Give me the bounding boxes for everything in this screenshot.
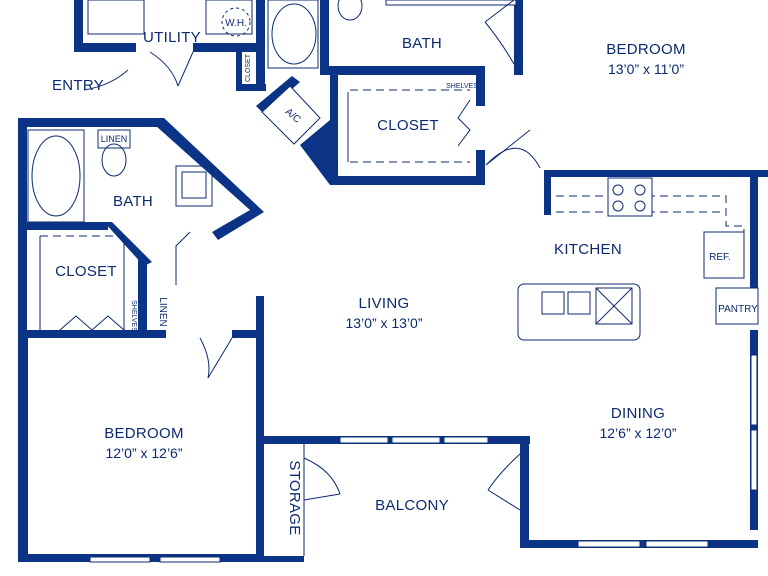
utility-label: UTILITY (143, 29, 201, 46)
closet-left-label: CLOSET (55, 263, 117, 280)
bedroom-bottom-label: BEDROOM (104, 425, 184, 442)
entry-label: ENTRY (52, 77, 104, 94)
fixtures (27, 0, 759, 556)
shelves-left-label: SHELVES (130, 300, 137, 332)
bedroom-top-label: BEDROOM (606, 41, 686, 58)
dining-dimensions: 12’6” x 12’0” (599, 425, 676, 441)
living-dimensions: 13’0” x 13’0” (345, 315, 422, 331)
balcony-label: BALCONY (375, 497, 449, 514)
closet-small-label: CLOSET (245, 53, 252, 82)
walls (18, 0, 768, 562)
shelves-top-label: SHELVES (446, 83, 478, 90)
windows (89, 0, 758, 563)
bedroom-bottom-dimensions: 12’0” x 12’6” (105, 445, 182, 461)
pantry-label: PANTRY (718, 304, 758, 315)
living-label: LIVING (359, 295, 410, 312)
kitchen-label: KITCHEN (554, 241, 622, 258)
room-labels: UTILITY W.H. CLOSET ENTRY A/C BATH CLOSE… (52, 18, 758, 536)
linen-left-label: LINEN (157, 297, 168, 326)
bath-left-label: BATH (113, 193, 153, 210)
refrigerator-label: REF. (709, 252, 731, 263)
bath-top-label: BATH (402, 35, 442, 52)
dining-label: DINING (611, 405, 665, 422)
storage-label: STORAGE (286, 460, 303, 535)
closet-center-label: CLOSET (377, 117, 439, 134)
water-heater-icon (221, 7, 251, 37)
bedroom-top-dimensions: 13’0” x 11’0” (608, 61, 684, 77)
linen-bath-label: LINEN (101, 134, 128, 144)
water-heater-label: W.H. (225, 18, 247, 29)
